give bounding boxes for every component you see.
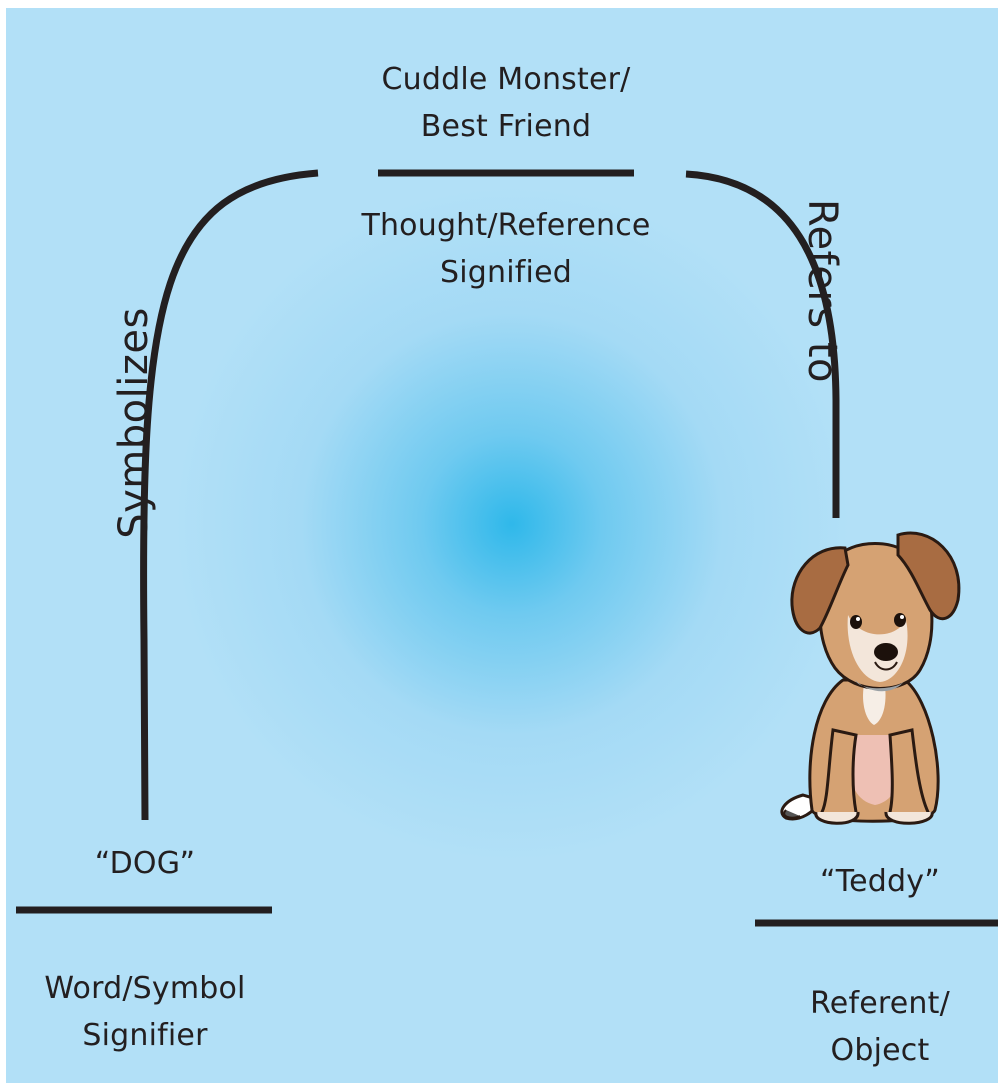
thought-term-line2: Signified: [440, 255, 572, 290]
thought-term-label: Thought/Reference Signified: [318, 202, 694, 296]
symbolizes-label: Symbolizes: [111, 307, 157, 539]
thought-example-label: Cuddle Monster/ Best Friend: [338, 56, 674, 150]
refers-to-arc: [685, 170, 840, 518]
referent-example-label: “Teddy”: [819, 864, 940, 899]
symbol-term-line1: Word/Symbol: [44, 971, 246, 1006]
thought-example-line2: Best Friend: [420, 109, 592, 144]
diagram-background: [6, 8, 998, 1083]
thought-term-line1: Thought/Reference: [361, 208, 651, 243]
referent-term-line1: Referent/: [810, 986, 950, 1021]
thought-example-line1: Cuddle Monster/: [381, 62, 631, 97]
referent-term-line2: Object: [830, 1033, 930, 1068]
symbol-example-label: “DOG”: [94, 846, 196, 881]
referent-term-label: Referent/ Object: [770, 980, 990, 1074]
symbol-term-label: Word/Symbol Signifier: [14, 965, 276, 1059]
symbolizes-arc: [140, 169, 319, 821]
symbol-term-line2: Signifier: [82, 1018, 208, 1053]
puppy-illustration: [780, 531, 961, 825]
refers-to-label: Refers to: [799, 199, 845, 383]
